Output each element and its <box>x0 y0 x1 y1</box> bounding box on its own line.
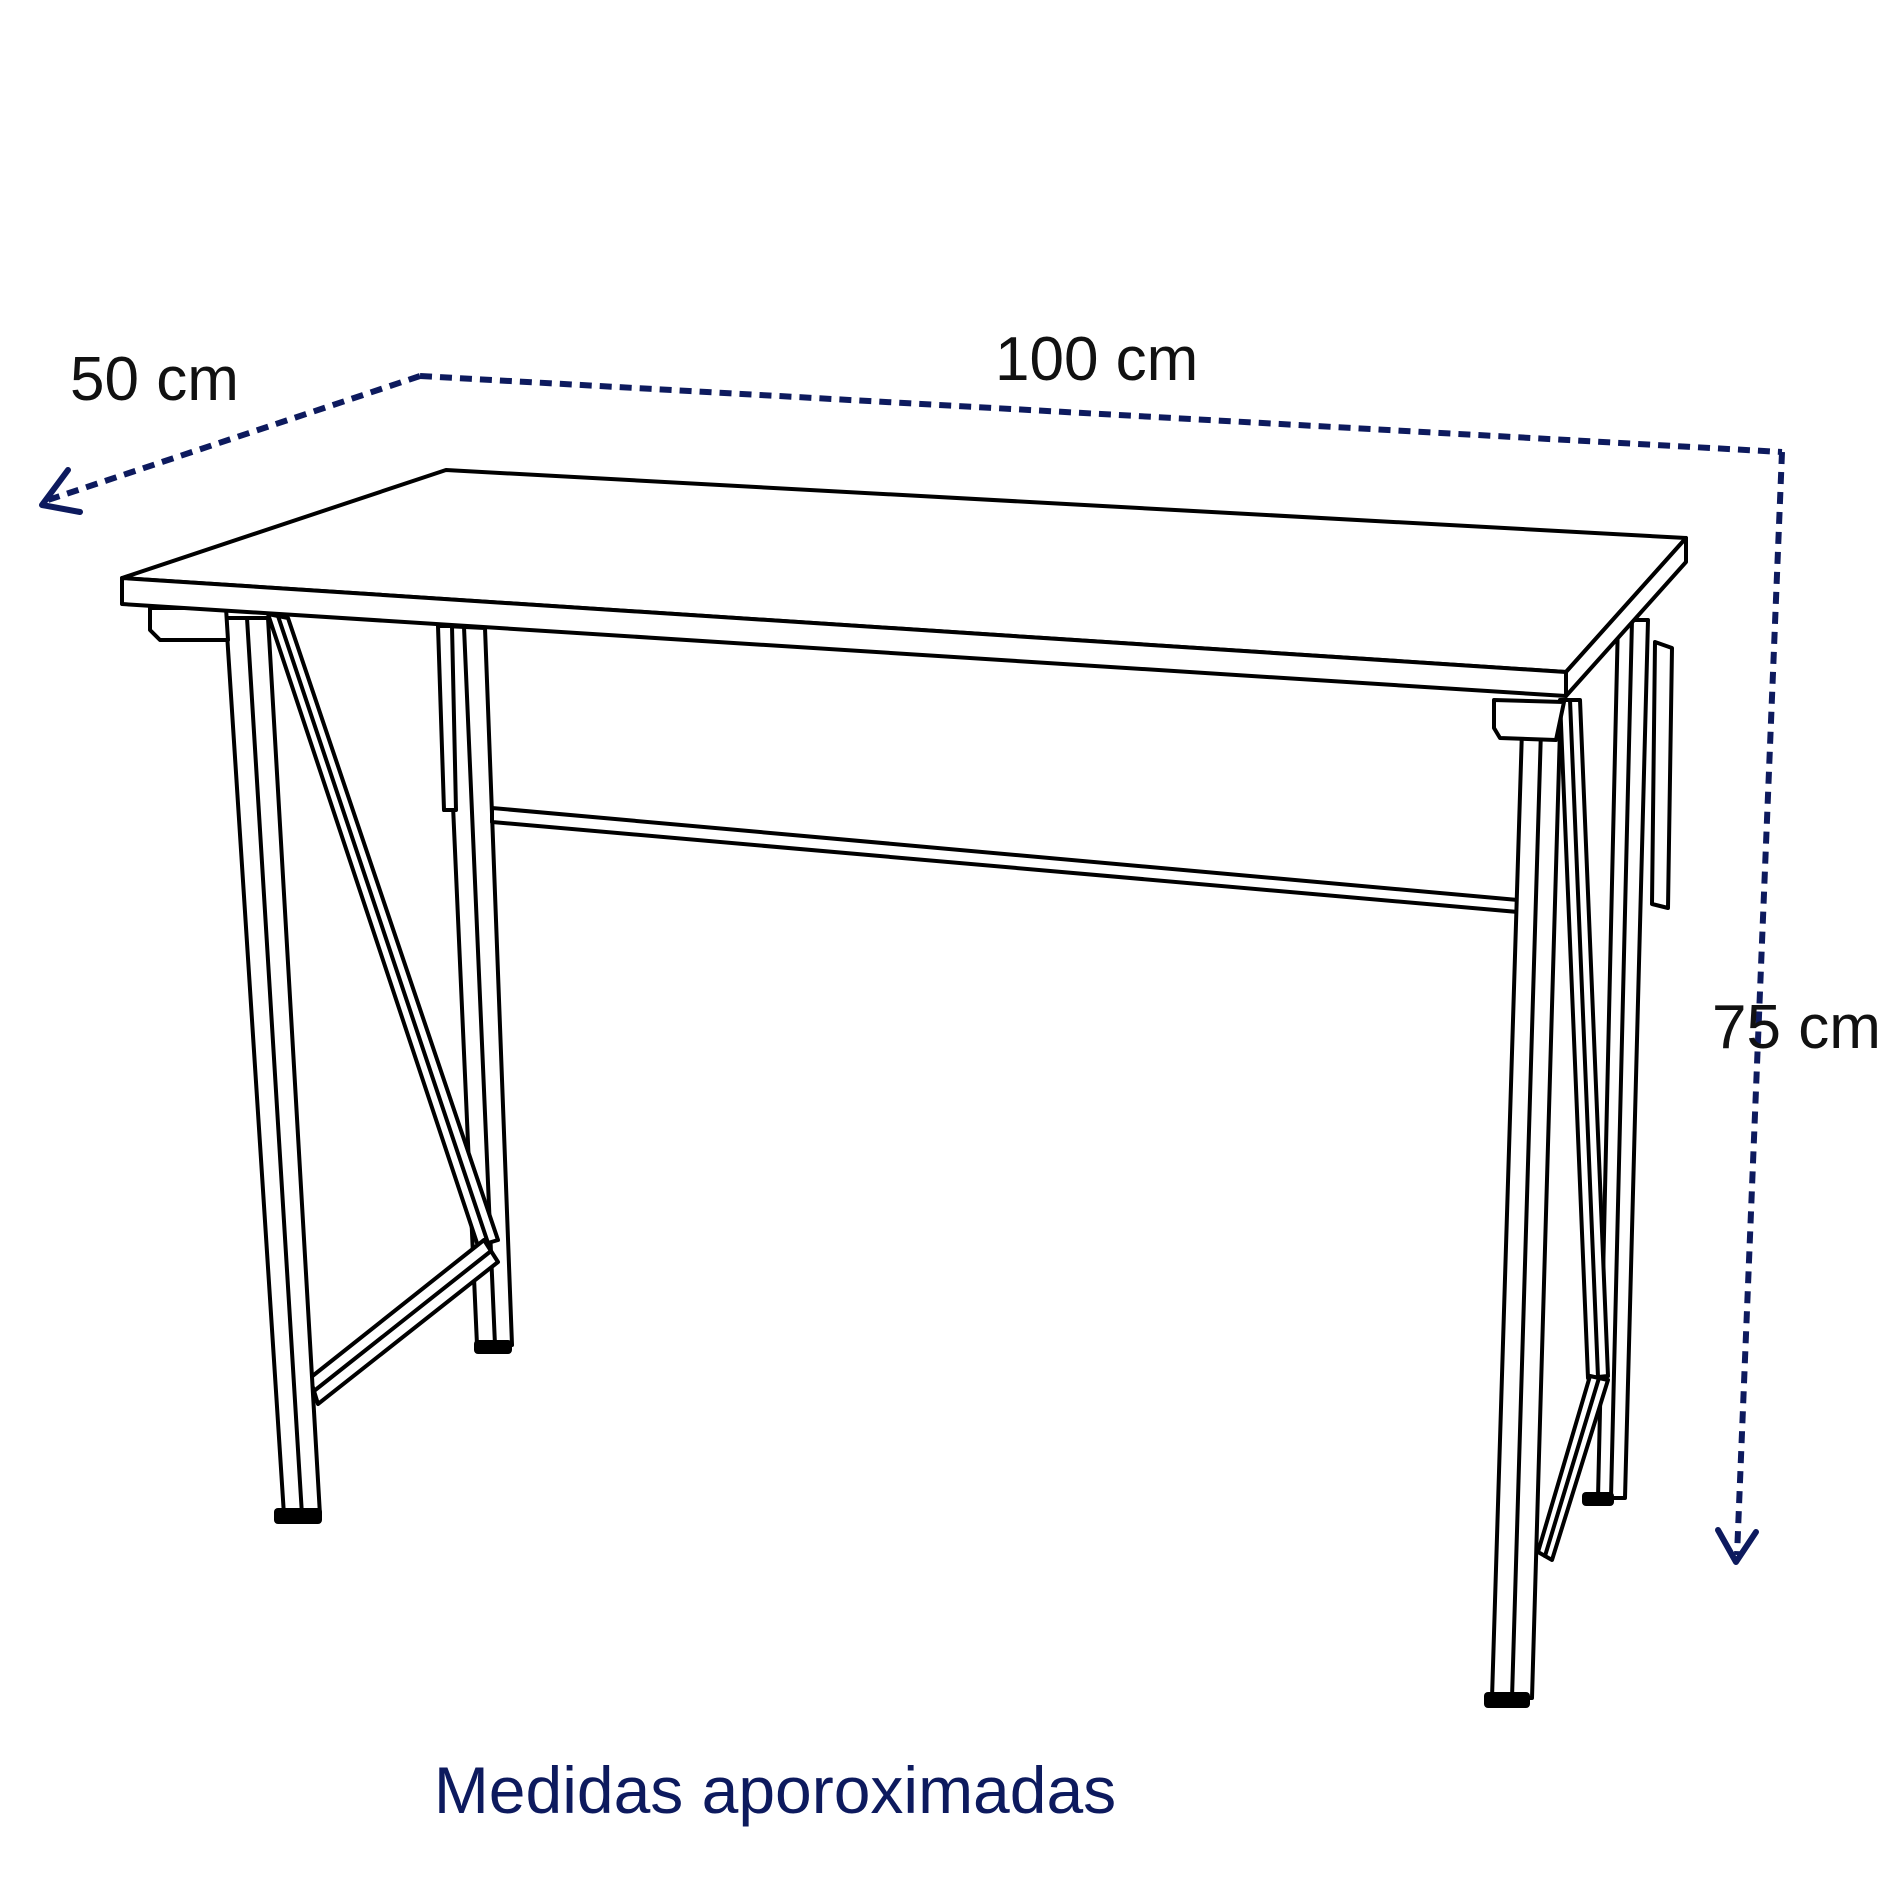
height-label: 75 cm <box>1712 993 1881 1062</box>
height-dimension-line <box>1734 451 1785 1556</box>
width-dimension-line <box>419 373 1783 455</box>
depth-label: 50 cm <box>70 345 239 414</box>
back-right-leg <box>1582 618 1674 1506</box>
depth-dimension-line <box>47 373 421 503</box>
desk-drawing <box>120 468 1688 1708</box>
front-left-leg <box>148 606 500 1524</box>
width-label: 100 cm <box>995 325 1198 394</box>
arrow-down-icon <box>1715 1527 1759 1565</box>
dimension-lines <box>39 373 1785 1565</box>
desk-top <box>120 468 1688 698</box>
caption-text: Medidas aporoximadas <box>434 1753 1116 1827</box>
back-stretcher <box>490 806 1520 914</box>
front-right-leg <box>1484 698 1610 1708</box>
arrow-left-down-icon <box>39 467 83 515</box>
